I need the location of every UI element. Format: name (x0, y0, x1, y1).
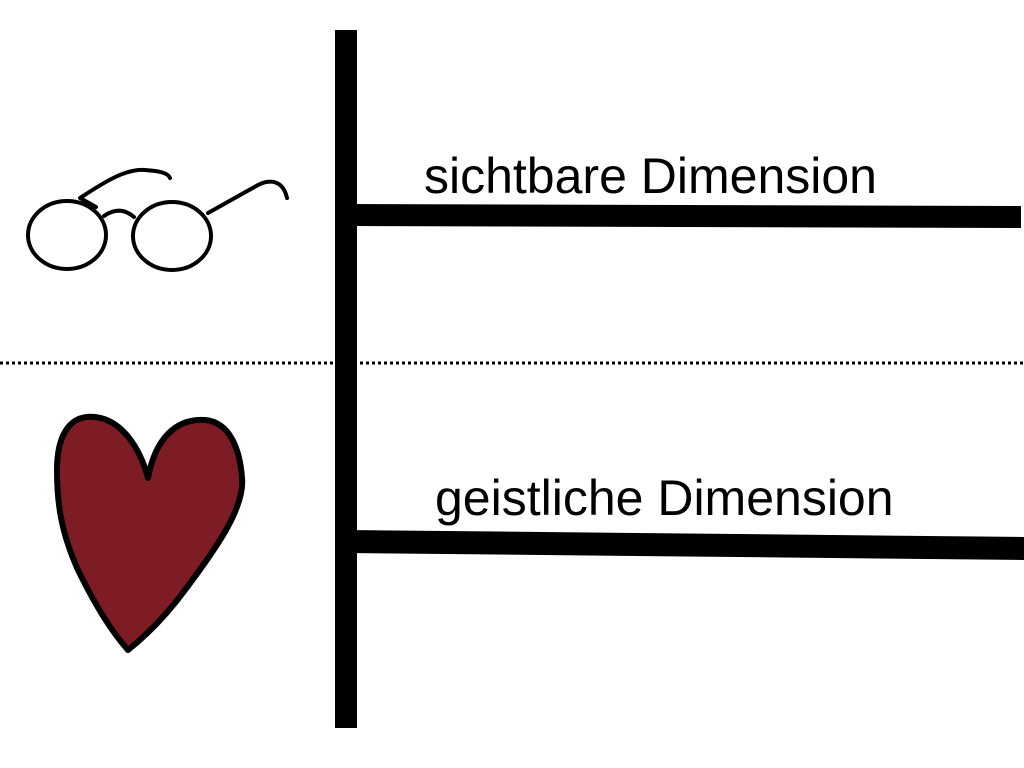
bottom-label: geistliche Dimension (435, 470, 894, 526)
bottom-branch-line (346, 530, 1024, 560)
vertical-bar (335, 30, 357, 728)
glasses-icon (26, 167, 289, 272)
top-branch-line (346, 204, 1021, 228)
heart-icon (54, 413, 246, 653)
top-label: sichtbare Dimension (424, 148, 877, 204)
